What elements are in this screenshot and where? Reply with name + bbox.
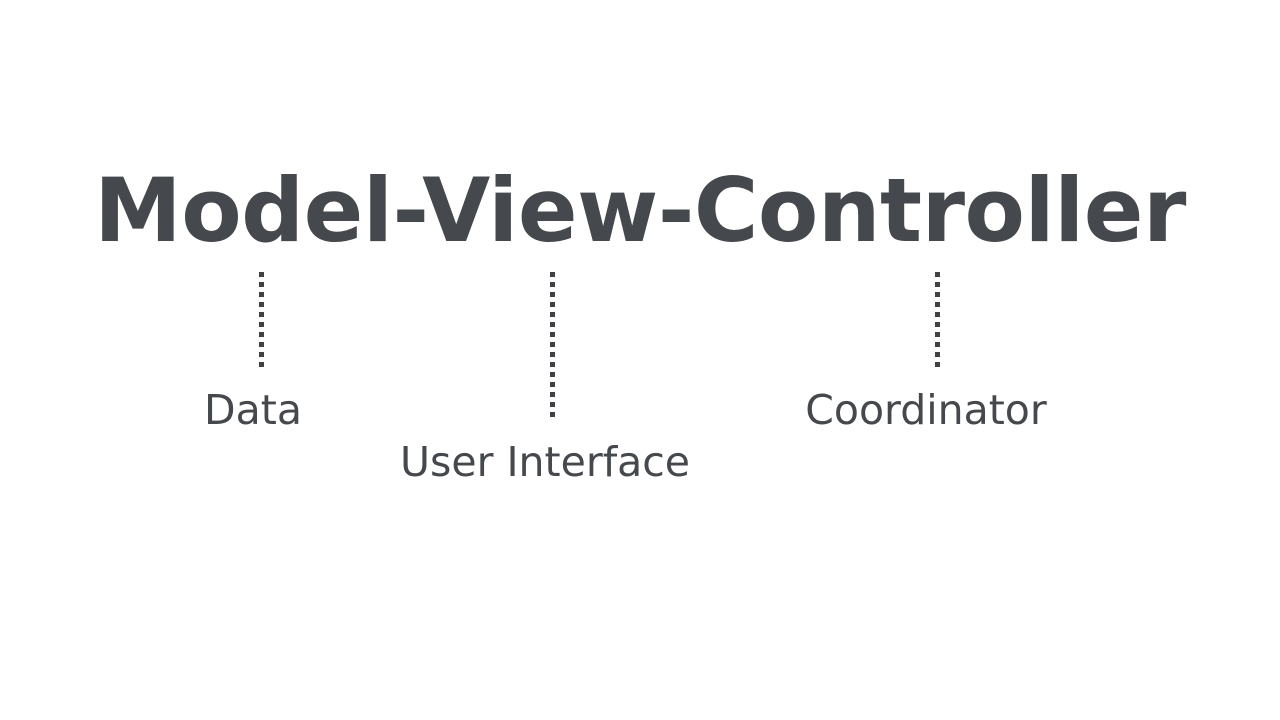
connector-line-view bbox=[550, 272, 555, 418]
label-view-user-interface: User Interface bbox=[399, 438, 691, 486]
connector-line-model bbox=[259, 272, 264, 367]
label-controller-coordinator: Coordinator bbox=[805, 386, 1047, 434]
connector-line-controller bbox=[935, 272, 940, 367]
label-model-data: Data bbox=[204, 386, 302, 434]
page-title: Model-View-Controller bbox=[94, 159, 1186, 262]
